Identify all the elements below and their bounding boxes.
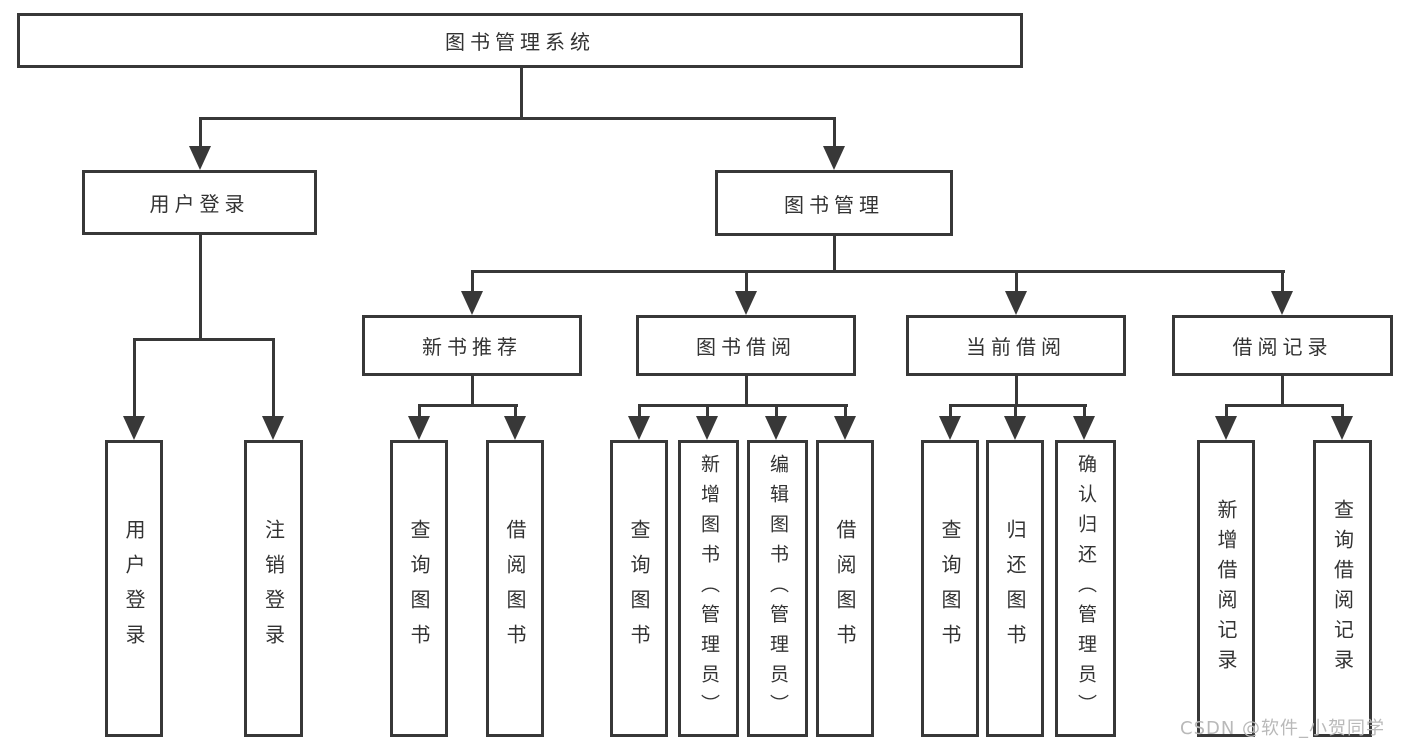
leaf-label: 确认归还（管理员） <box>1075 453 1097 724</box>
node-book-borrow: 图书借阅 <box>636 315 856 376</box>
connector-userlogin-bus <box>133 338 275 341</box>
leaf-label: 用户登录 <box>122 518 146 659</box>
leaf-confirm-return-admin: 确认归还（管理员） <box>1055 440 1116 737</box>
connector-stub <box>1083 404 1086 418</box>
connector-stub <box>833 117 836 150</box>
leaf-label: 查询图书 <box>627 518 651 659</box>
connector-root-bus <box>199 117 836 120</box>
connector-stub <box>1225 404 1228 418</box>
connector-stub <box>272 338 275 418</box>
arrowhead-down <box>1215 416 1237 440</box>
leaf-label: 借阅图书 <box>503 518 527 659</box>
leaf-label: 新增借阅记录 <box>1214 498 1238 679</box>
leaf-borrow-query-book: 查询图书 <box>610 440 668 737</box>
connector-leaf-bus <box>1225 404 1344 407</box>
arrowhead-down <box>735 291 757 315</box>
arrowhead-down <box>461 291 483 315</box>
leaf-label: 借阅图书 <box>833 518 857 659</box>
connector-stub <box>775 404 778 418</box>
arrowhead-down <box>1005 291 1027 315</box>
leaf-label: 归还图书 <box>1003 518 1027 659</box>
connector-stub <box>706 404 709 418</box>
connector-stub <box>638 404 641 418</box>
connector-leaf-bus <box>638 404 848 407</box>
connector-feed <box>1281 376 1284 404</box>
node-new-book-recommend: 新书推荐 <box>362 315 582 376</box>
leaf-label: 编辑图书（管理员） <box>767 453 789 724</box>
arrowhead-down <box>939 416 961 440</box>
connector-stub <box>418 404 421 418</box>
leaf-add-book-admin: 新增图书（管理员） <box>678 440 739 737</box>
leaf-label: 注销登录 <box>261 518 286 659</box>
leaf-add-borrow-record: 新增借阅记录 <box>1197 440 1255 737</box>
leaf-recommend-query-book: 查询图书 <box>390 440 448 737</box>
csdn-watermark: CSDN @软件_小贺同学 <box>1180 718 1386 739</box>
arrowhead-down <box>823 146 845 170</box>
leaf-borrow-book: 借阅图书 <box>816 440 874 737</box>
arrowhead-down <box>1073 416 1095 440</box>
arrowhead-down <box>189 146 211 170</box>
connector-leaf-bus <box>418 404 518 407</box>
connector-stub <box>1015 270 1018 295</box>
arrowhead-down <box>628 416 650 440</box>
leaf-user-login: 用户登录 <box>105 440 163 737</box>
connector-stub <box>199 117 202 150</box>
arrowhead-down <box>123 416 145 440</box>
arrowhead-down <box>1004 416 1026 440</box>
arrowhead-down <box>504 416 526 440</box>
arrowhead-down <box>1331 416 1353 440</box>
leaf-label: 查询图书 <box>938 518 962 659</box>
arrowhead-down <box>696 416 718 440</box>
connector-userlogin-drop <box>199 235 202 340</box>
arrowhead-down <box>408 416 430 440</box>
arrowhead-down <box>765 416 787 440</box>
connector-stub <box>844 404 847 418</box>
connector-root-drop <box>520 68 523 119</box>
node-library-system: 图书管理系统 <box>17 13 1023 68</box>
arrowhead-down <box>262 416 284 440</box>
leaf-edit-book-admin: 编辑图书（管理员） <box>747 440 808 737</box>
connector-stub <box>745 270 748 295</box>
leaf-recommend-borrow-book: 借阅图书 <box>486 440 544 737</box>
connector-feed <box>745 376 748 404</box>
leaf-return-book: 归还图书 <box>986 440 1044 737</box>
connector-stub <box>1281 270 1284 295</box>
node-book-management: 图书管理 <box>715 170 953 236</box>
connector-stub <box>1014 404 1017 418</box>
connector-stub <box>471 270 474 295</box>
connector-leaf-bus <box>949 404 1087 407</box>
leaf-current-query-book: 查询图书 <box>921 440 979 737</box>
connector-stub <box>1341 404 1344 418</box>
node-current-borrow: 当前借阅 <box>906 315 1126 376</box>
connector-feed <box>471 376 474 404</box>
connector-stub <box>133 338 136 418</box>
connector-stub <box>949 404 952 418</box>
node-user-login: 用户登录 <box>82 170 317 235</box>
connector-bookmgmt-bus <box>471 270 1285 273</box>
arrowhead-down <box>834 416 856 440</box>
node-borrow-records: 借阅记录 <box>1172 315 1393 376</box>
leaf-label: 新增图书（管理员） <box>698 453 720 724</box>
leaf-query-borrow-record: 查询借阅记录 <box>1313 440 1372 737</box>
leaf-label: 查询图书 <box>407 518 431 659</box>
connector-stub <box>514 404 517 418</box>
connector-bookmgmt-drop <box>833 236 836 272</box>
arrowhead-down <box>1271 291 1293 315</box>
leaf-logout: 注销登录 <box>244 440 303 737</box>
leaf-label: 查询借阅记录 <box>1330 498 1355 679</box>
connector-feed <box>1015 376 1018 404</box>
